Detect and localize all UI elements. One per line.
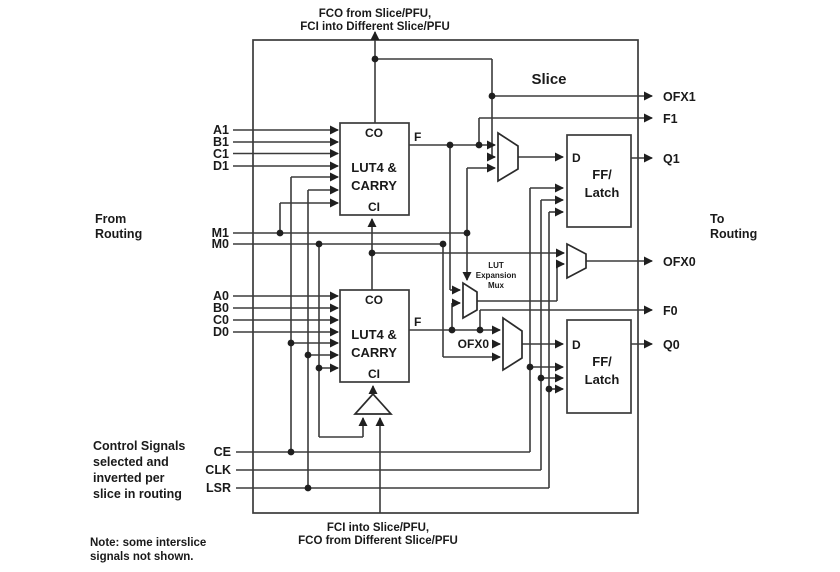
bottom-annotation-line1: FCI into Slice/PFU,: [327, 522, 429, 534]
from-routing-label-line2: Routing: [95, 227, 142, 241]
input-label-m0: M0: [212, 237, 229, 251]
ff1-name-line1: FF/: [592, 167, 612, 182]
output-label-q0: Q0: [663, 338, 680, 352]
input-label-ce: CE: [214, 445, 231, 459]
ofx0-output-mux: [566, 242, 587, 280]
ff0-block: [566, 319, 632, 414]
lut0-f-label: F: [414, 315, 421, 329]
carry-init-mux: [353, 392, 393, 415]
lut1-name-line1: LUT4 &: [351, 160, 397, 175]
from-routing-label-line1: From: [95, 212, 126, 226]
ff0-name-line1: FF/: [592, 354, 612, 369]
ofx0-internal-label: OFX0: [458, 337, 490, 351]
input-label-b1: B1: [213, 135, 229, 149]
lut1-co-label: CO: [365, 126, 383, 140]
input-label-c1: C1: [213, 147, 229, 161]
input-label-m1: M1: [212, 226, 229, 240]
lut0-name-line2: CARRY: [351, 345, 397, 360]
output-label-f0: F0: [663, 304, 678, 318]
to-routing-label-line1: To: [710, 212, 725, 226]
lut1-block: [339, 122, 410, 216]
control-note-line3: inverted per: [93, 471, 165, 485]
output-label-ofx1: OFX1: [663, 90, 696, 104]
q0-input-mux: [502, 316, 523, 372]
input-label-a1: A1: [213, 123, 229, 137]
input-label-c0: C0: [213, 313, 229, 327]
slice-boundary: [252, 39, 639, 514]
ff1-d-label: D: [572, 151, 581, 165]
interslice-note-line1: Note: some interslice: [90, 537, 206, 549]
wire-layer: [233, 31, 653, 513]
bottom-annotation-line2: FCO from Different Slice/PFU: [298, 535, 458, 547]
input-label-lsr: LSR: [206, 481, 231, 495]
to-routing-label-line2: Routing: [710, 227, 757, 241]
junction-dots: [276, 55, 553, 492]
ff1-block: [566, 134, 632, 228]
lut-expansion-mux: [462, 281, 478, 320]
control-note-line2: selected and: [93, 455, 169, 469]
expansion-mux-label-line2: Expansion: [476, 271, 517, 280]
input-label-b0: B0: [213, 301, 229, 315]
q1-input-mux: [497, 131, 519, 183]
output-label-ofx0: OFX0: [663, 255, 696, 269]
lut0-block: [339, 289, 410, 383]
lut1-ci-label: CI: [368, 200, 380, 214]
input-label-a0: A0: [213, 289, 229, 303]
interslice-note-line2: signals not shown.: [90, 551, 194, 563]
lut1-f-label: F: [414, 130, 421, 144]
control-note-line1: Control Signals: [93, 439, 185, 453]
input-label-d0: D0: [213, 325, 229, 339]
expansion-mux-label-line1: LUT: [488, 261, 504, 270]
output-label-q1: Q1: [663, 152, 680, 166]
output-label-f1: F1: [663, 112, 678, 126]
lut0-ci-label: CI: [368, 367, 380, 381]
lut0-name-line1: LUT4 &: [351, 327, 397, 342]
top-annotation-line2: FCI into Different Slice/PFU: [300, 21, 450, 33]
ff1-name-line2: Latch: [585, 185, 620, 200]
expansion-mux-label-line3: Mux: [488, 281, 505, 290]
lut0-co-label: CO: [365, 293, 383, 307]
lut1-name-line2: CARRY: [351, 178, 397, 193]
slice-title: Slice: [531, 71, 566, 88]
ff0-d-label: D: [572, 338, 581, 352]
input-label-d1: D1: [213, 159, 229, 173]
control-note-line4: slice in routing: [93, 487, 182, 501]
top-annotation-line1: FCO from Slice/PFU,: [319, 8, 431, 20]
input-label-clk: CLK: [205, 463, 231, 477]
ff0-name-line2: Latch: [585, 372, 620, 387]
